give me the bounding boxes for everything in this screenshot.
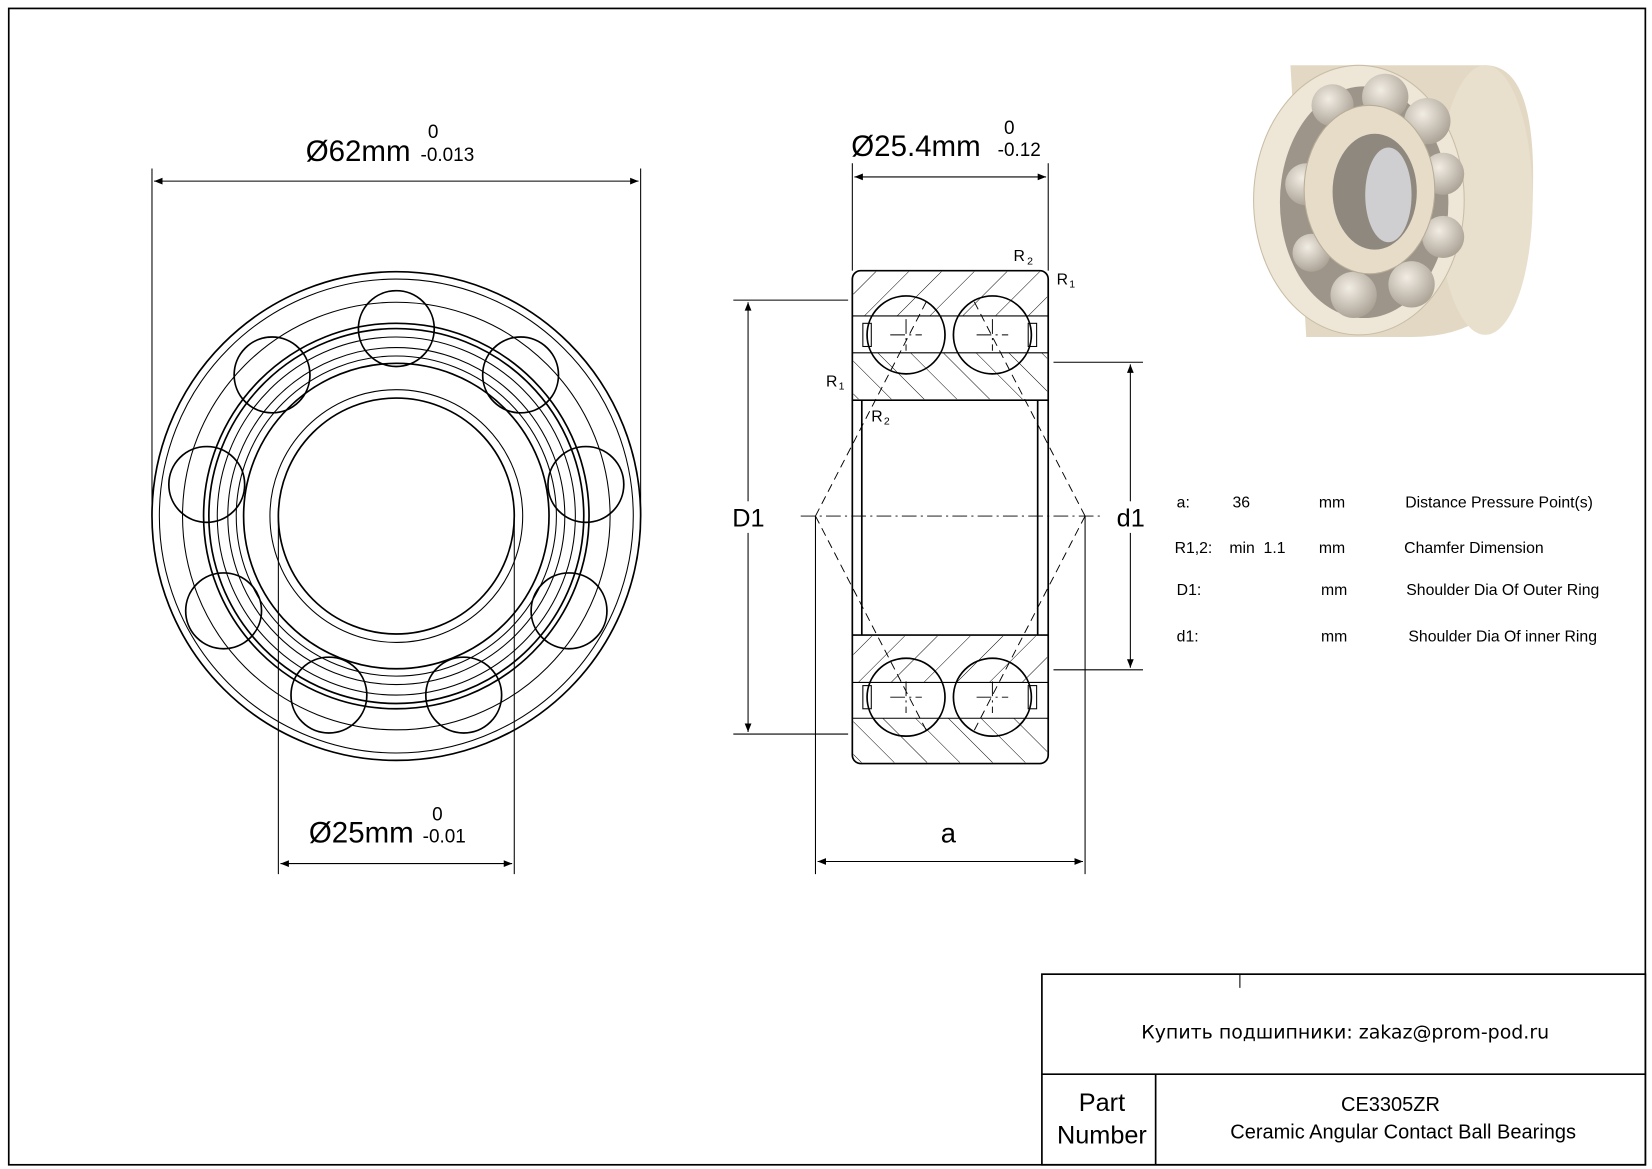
- drawing-line: [242, 362, 550, 670]
- a-dimension: a: [814, 516, 1086, 875]
- bearing-3d-image: [1253, 64, 1534, 338]
- drawing-line: [530, 572, 608, 650]
- drawing-line: [424, 656, 503, 734]
- label-text: Chamfer Dimension: [1404, 540, 1543, 557]
- drawing-line: [202, 322, 590, 710]
- label-text: Number: [1057, 1122, 1147, 1150]
- drawing-line: [952, 657, 1033, 737]
- drawing-line: [233, 336, 311, 414]
- label-text: min 1.1: [1229, 540, 1285, 557]
- label-text: 0: [432, 804, 443, 825]
- outer-diameter-dimension: Ø62mm 0 -0.013: [151, 122, 642, 517]
- label-text: Ø25mm: [309, 817, 414, 850]
- drawing-line: [167, 445, 246, 524]
- drawing-line: [184, 572, 263, 650]
- label-text: 0: [428, 122, 439, 143]
- drawing-line: [1422, 215, 1465, 259]
- drawing-line: [1041, 973, 1647, 1166]
- drawing-line: [235, 355, 557, 677]
- drawing-line: [1114, 501, 1149, 533]
- d1-dimension: d1: [1053, 361, 1149, 671]
- label-text: R: [1057, 271, 1068, 288]
- label-text: 2: [1027, 255, 1033, 267]
- drawing-line: [227, 347, 566, 686]
- label-text: 1: [839, 381, 845, 393]
- label-text: Part: [1079, 1089, 1125, 1117]
- drawing-line: [357, 289, 436, 368]
- balls-section: [862, 295, 1038, 737]
- drawing-line: [866, 657, 946, 737]
- drawing-line: [181, 301, 611, 731]
- drawing-border: [7, 7, 1647, 1166]
- label-text: -0.013: [421, 145, 475, 166]
- label-text: Ceramic Angular Contact Ball Bearings: [1230, 1121, 1576, 1143]
- label-text: Shoulder Dia Of Outer Ring: [1406, 582, 1599, 599]
- label-text: a: [941, 818, 957, 849]
- drawing-line: [862, 685, 872, 710]
- drawing-line: [208, 327, 585, 705]
- drawing-line: [481, 336, 560, 414]
- drawing-line: [1027, 685, 1038, 710]
- drawing-line: [1027, 322, 1038, 348]
- drawing-line: [851, 269, 1050, 765]
- label-text: Distance Pressure Point(s): [1405, 495, 1593, 512]
- label-text: mm: [1321, 628, 1347, 645]
- label-text: Ø62mm: [306, 135, 411, 168]
- specs-table: a: 36 mm Distance Pressure Point(s) R1,2…: [1175, 495, 1600, 646]
- label-text: mm: [1321, 582, 1347, 599]
- drawing-line: [151, 270, 642, 762]
- drawing-line: [866, 295, 946, 375]
- label-text: Купить подшипники: zakaz@prom-pod.ru: [1141, 1021, 1549, 1043]
- title-block: Купить подшипники: zakaz@prom-pod.ru Par…: [1041, 973, 1647, 1166]
- drawing-line: [1365, 147, 1412, 243]
- drawing-line: [952, 295, 1033, 375]
- drawing-line: [547, 445, 625, 524]
- width-dimension: Ø25.4mm 0 -0.12: [851, 118, 1049, 271]
- label-text: D1: [732, 505, 764, 533]
- label-text: 36: [1233, 495, 1251, 512]
- drawing-line: [729, 501, 768, 533]
- label-text: Shoulder Dia Of inner Ring: [1408, 628, 1597, 645]
- drawing-line: [1330, 271, 1377, 319]
- bore-dimension: Ø25mm 0 -0.01: [277, 516, 515, 875]
- label-text: -0.01: [423, 827, 466, 848]
- drawing-line: [853, 636, 1048, 683]
- label-text: R: [826, 374, 837, 391]
- label-text: 1: [1069, 279, 1075, 291]
- label-text: R: [871, 408, 882, 425]
- drawing-line: [158, 278, 634, 754]
- drawing-line: [853, 352, 1048, 400]
- drawing-line: [290, 656, 368, 734]
- drawing-line: [853, 718, 1048, 763]
- label-text: 2: [884, 415, 890, 427]
- drawing-line: [269, 389, 524, 643]
- label-text: d1:: [1177, 628, 1199, 645]
- label-text: a:: [1177, 495, 1190, 512]
- label-text: Ø25.4mm: [851, 130, 980, 163]
- drawing-line: [1388, 261, 1435, 308]
- front-view: [151, 270, 642, 762]
- label-text: d1: [1117, 505, 1145, 533]
- label-text: D1:: [1177, 582, 1202, 599]
- label-text: -0.12: [998, 140, 1041, 161]
- drawing-line: [277, 397, 516, 635]
- D1-dimension: D1: [729, 299, 849, 735]
- drawing-line: [216, 336, 576, 696]
- label-text: R: [1013, 248, 1024, 265]
- drawing-line: [862, 322, 872, 348]
- balls-front: [167, 289, 625, 734]
- drawing-line: [853, 271, 1048, 316]
- drawing-line: [1437, 65, 1533, 335]
- label-text: R1,2:: [1175, 540, 1213, 557]
- label-text: mm: [1319, 495, 1345, 512]
- label-text: 0: [1004, 118, 1015, 139]
- label-text: CE3305ZR: [1341, 1094, 1440, 1116]
- label-text: mm: [1319, 540, 1345, 557]
